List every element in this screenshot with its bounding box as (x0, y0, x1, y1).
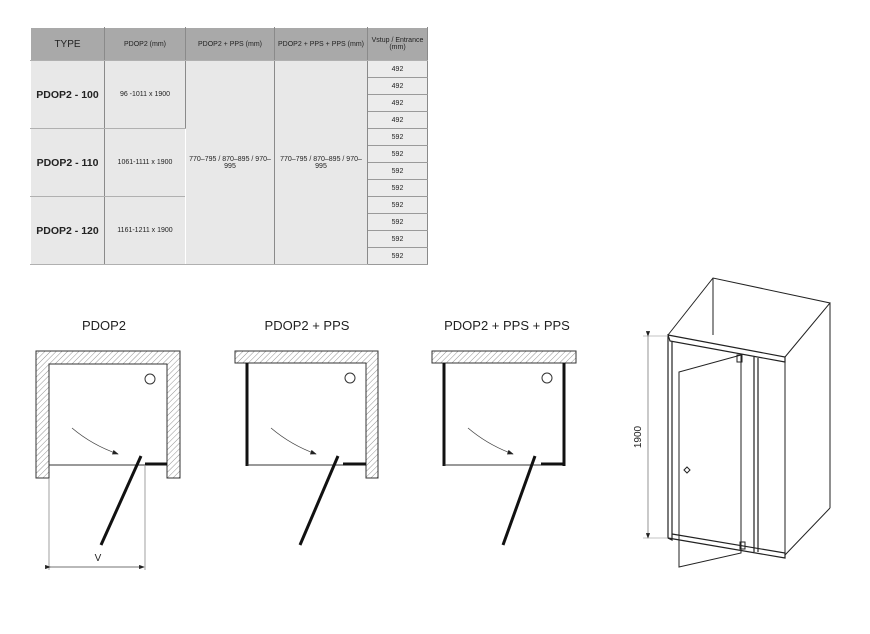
wall (35, 350, 181, 479)
pdop2-cell: 1061-1111 x 1900 (104, 128, 186, 197)
diagram-title: PDOP2 + PPS + PPS (444, 318, 570, 333)
swing-arrow-icon (71, 427, 119, 455)
header-type: TYPE (30, 27, 105, 61)
wall (234, 350, 379, 479)
door-panel (678, 354, 742, 568)
drain-icon (541, 372, 553, 384)
swing-arrow-icon (467, 427, 514, 455)
table-row: PDOP2 - 110 1061-1111 x 1900 592 (30, 128, 428, 197)
diagram-pdop2-pps-pps: PDOP2 + PPS + PPS (431, 318, 577, 546)
pps-cell: 770–795 / 870–895 / 970–995 (185, 60, 275, 265)
left-post (667, 336, 673, 541)
diagram-title: PDOP2 (82, 318, 126, 333)
height-label: 1900 (633, 425, 644, 448)
table-row: PDOP2 - 120 1161-1211 x 1900 592 (30, 196, 428, 265)
entrance-cell: 592 (367, 247, 428, 265)
swing-arrow-icon (270, 427, 317, 455)
table-header-row: TYPE PDOP2 (mm) PDOP2 + PPS (mm) PDOP2 +… (30, 27, 428, 61)
diagram-pdop2-pps: PDOP2 + PPS (234, 318, 379, 546)
header-pdop2-pps: PDOP2 + PPS (mm) (185, 27, 275, 61)
entrance-cell: 592 (367, 162, 428, 180)
hinge-icon (736, 354, 743, 363)
type-cell: PDOP2 - 100 (30, 60, 105, 129)
handle-icon (683, 466, 691, 474)
spec-table: TYPE PDOP2 (mm) PDOP2 + PPS (mm) PDOP2 +… (30, 27, 428, 265)
pdop2-cell: 1161-1211 x 1900 (104, 196, 186, 265)
door-panel (298, 455, 340, 546)
bottom-rail (667, 533, 786, 559)
drain-icon (344, 372, 356, 384)
door-panel (99, 455, 143, 546)
door-panel (501, 455, 537, 546)
drain-icon (144, 373, 156, 385)
hinge-icon (739, 541, 746, 550)
isometric-view (643, 277, 831, 568)
dimension-label: V (95, 553, 102, 564)
entrance-cell: 592 (367, 145, 428, 163)
entrance-cell: 592 (367, 179, 428, 197)
header-pdop2-pps-pps: PDOP2 + PPS + PPS (mm) (274, 27, 368, 61)
wall (431, 350, 577, 364)
entrance-cell: 592 (367, 230, 428, 248)
top-rail (667, 334, 786, 363)
entrance-cell: 592 (367, 213, 428, 231)
entrance-cell: 492 (367, 60, 428, 78)
pps-pps-cell: 770–795 / 870–895 / 970–995 (274, 60, 368, 265)
diagram-pdop2: PDOP2 V (35, 318, 181, 570)
pdop2-cell: 96 -1011 x 1900 (104, 60, 186, 129)
entrance-cell: 492 (367, 77, 428, 95)
header-entrance: Vstup / Entrance (mm) (367, 27, 428, 61)
fixed-panel (753, 357, 759, 552)
diagram-title: PDOP2 + PPS (265, 318, 350, 333)
table-row: PDOP2 - 100 96 -1011 x 1900 770–795 / 87… (30, 60, 428, 265)
entrance-cell: 592 (367, 128, 428, 146)
